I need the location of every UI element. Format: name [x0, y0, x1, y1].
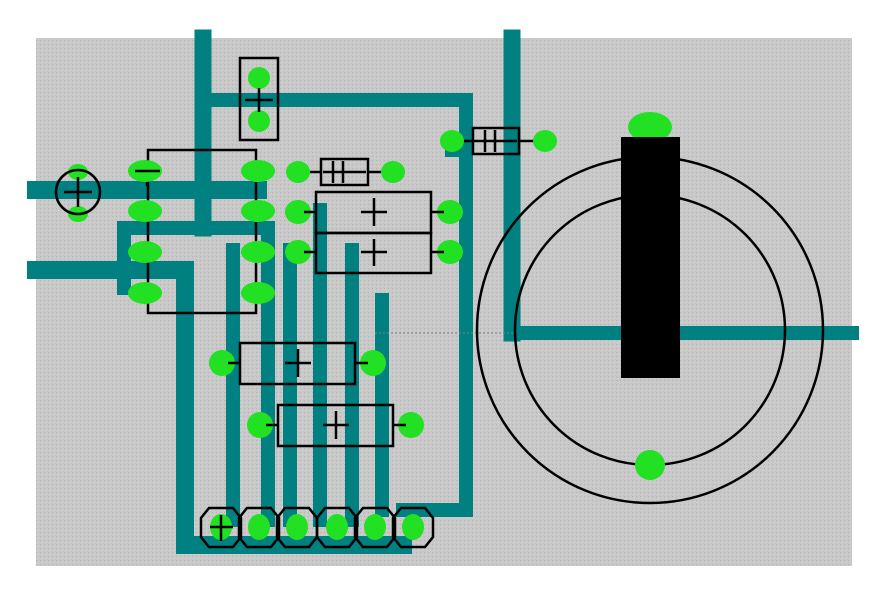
j2-pin-3-pad [286, 514, 308, 540]
r4-pad-left [209, 350, 235, 376]
ic-pin-7 [241, 200, 275, 222]
j2-pin-2-pad [248, 514, 270, 540]
r5-body [276, 403, 395, 448]
j1-outline [54, 168, 102, 216]
j2-pin-6-outline [391, 506, 435, 549]
pot-pad-bottom [635, 450, 665, 480]
ic-pin-8 [241, 160, 275, 182]
trace-left-horizontal-lower [27, 261, 412, 554]
resistor-r4[interactable] [209, 341, 386, 386]
j1-pad-top [68, 164, 88, 180]
potentiometer-vr1[interactable] [475, 112, 825, 505]
r3-pad-left [285, 240, 311, 264]
ic-pin-3 [128, 241, 162, 263]
resistor-r5[interactable] [247, 403, 424, 448]
c2-body [319, 157, 370, 187]
ic-body-outline [146, 148, 258, 315]
c1-pad-right [533, 130, 557, 152]
header-j2[interactable] [199, 506, 435, 549]
r1-body [238, 56, 280, 142]
c2-pad-right [381, 161, 405, 183]
r1-pad-top [248, 67, 270, 89]
copper-traces [27, 29, 859, 554]
ic-pin-6 [241, 241, 275, 263]
r2-pad-left [285, 200, 311, 224]
r3-pad-right [437, 240, 463, 264]
pot-wiper-shaft [621, 137, 680, 378]
j2-pin-2-outline [237, 506, 281, 549]
ic-dip8[interactable] [128, 148, 275, 315]
terminal-j1[interactable] [54, 164, 102, 222]
j2-pin-6-pad [402, 514, 424, 540]
r1-pad-bottom [248, 110, 270, 132]
resistor-r1[interactable] [238, 56, 280, 142]
j2-pin-4-outline [315, 506, 359, 549]
ic-pin-4 [128, 282, 162, 304]
j2-pin-5-outline [353, 506, 397, 549]
capacitor-c1[interactable] [440, 126, 557, 156]
r5-pad-left [247, 412, 273, 438]
capacitor-c2[interactable] [286, 157, 405, 187]
board-substrate [36, 38, 852, 566]
j2-pin-5-pad [364, 514, 386, 540]
ic-pin-2 [128, 200, 162, 222]
ic-pin-5 [241, 282, 275, 304]
c2-pad-left [286, 161, 310, 183]
j2-pin-3-outline [275, 506, 319, 549]
c1-body [471, 126, 521, 156]
resistor-r3[interactable] [285, 231, 463, 275]
r4-pad-right [360, 350, 386, 376]
j2-pin-1-outline [199, 506, 243, 549]
j2-pin-4-pad [326, 514, 348, 540]
pot-pad-top [628, 112, 672, 142]
r5-pad-right [398, 412, 424, 438]
c1-pad-left [440, 130, 464, 152]
r4-body [238, 341, 357, 386]
r2-pad-right [437, 200, 463, 224]
trace-top-loop [196, 93, 473, 517]
